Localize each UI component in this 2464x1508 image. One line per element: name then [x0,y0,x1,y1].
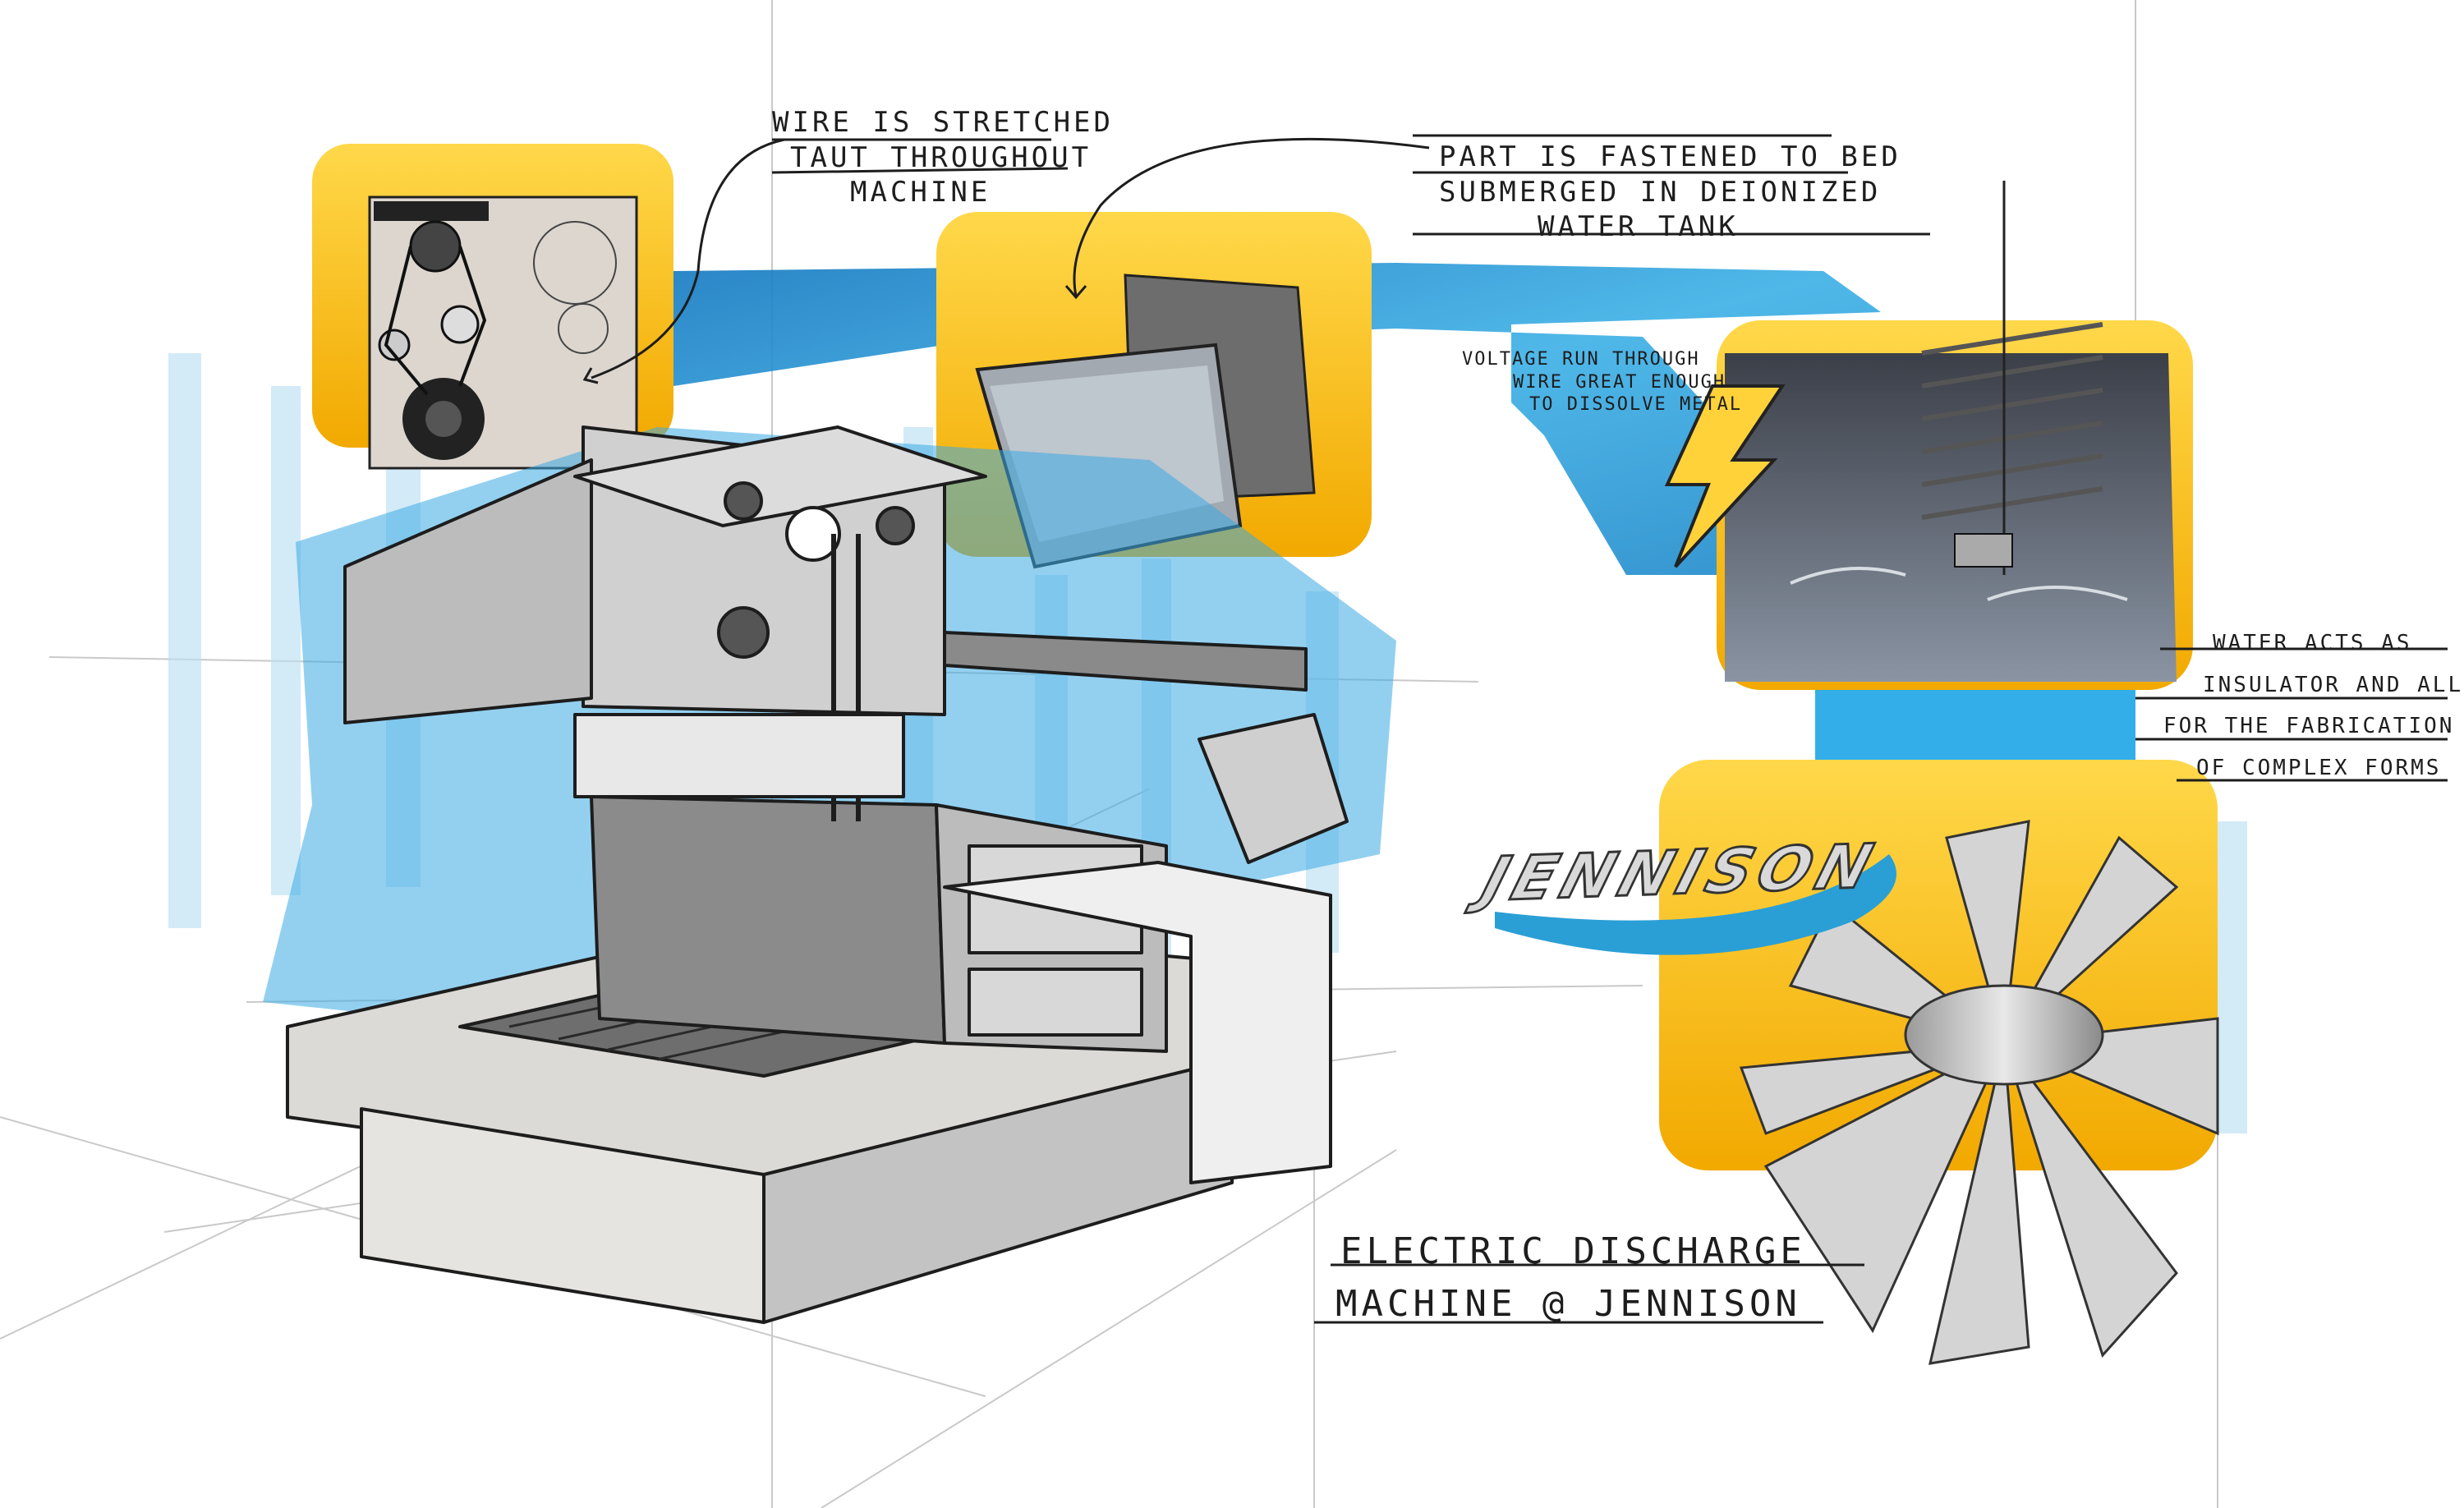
wire-annotation-line: MACHINE [850,175,1114,210]
sketch-title-line: ELECTRIC DISCHARGE [1340,1225,1806,1278]
water-annotation-line: WATER ACTS AS [2213,623,2464,664]
brand-logo: JENNISON [1474,831,1887,915]
wire-annotation-line: WIRE IS STRETCHED [772,105,1114,140]
part-annotation-line: PART IS FASTENED TO BED [1439,140,1901,175]
part-annotation: PART IS FASTENED TO BED SUBMERGED IN DEI… [1439,140,1901,245]
water-annotation-line: FOR THE FABRICATION [2163,706,2464,747]
sketch-title: ELECTRIC DISCHARGE MACHINE @ JENNISON [1340,1225,1806,1331]
wire-diagram-panel [312,144,673,468]
voltage-annotation-line: TO DISSOLVE METAL [1529,393,1742,416]
voltage-annotation-line: WIRE GREAT ENOUGH [1513,371,1742,394]
part-annotation-line: WATER TANK [1538,209,1901,245]
wire-annotation-line: TAUT THROUGHOUT [790,140,1114,176]
voltage-annotation-line: VOLTAGE RUN THROUGH [1462,348,1742,371]
erosion-diagram-panel [1717,181,2193,690]
part-annotation-line: SUBMERGED IN DEIONIZED [1439,175,1901,210]
water-annotation-line: INSULATOR AND ALLOWS [2203,664,2464,706]
voltage-annotation: VOLTAGE RUN THROUGH WIRE GREAT ENOUGH TO… [1462,348,1742,416]
wire-annotation: WIRE IS STRETCHED TAUT THROUGHOUT MACHIN… [772,105,1114,210]
sketch-title-line: MACHINE @ JENNISON [1335,1278,1806,1331]
water-annotation: WATER ACTS AS INSULATOR AND ALLOWS FOR T… [2163,623,2464,789]
water-annotation-line: OF COMPLEX FORMS [2196,747,2464,789]
